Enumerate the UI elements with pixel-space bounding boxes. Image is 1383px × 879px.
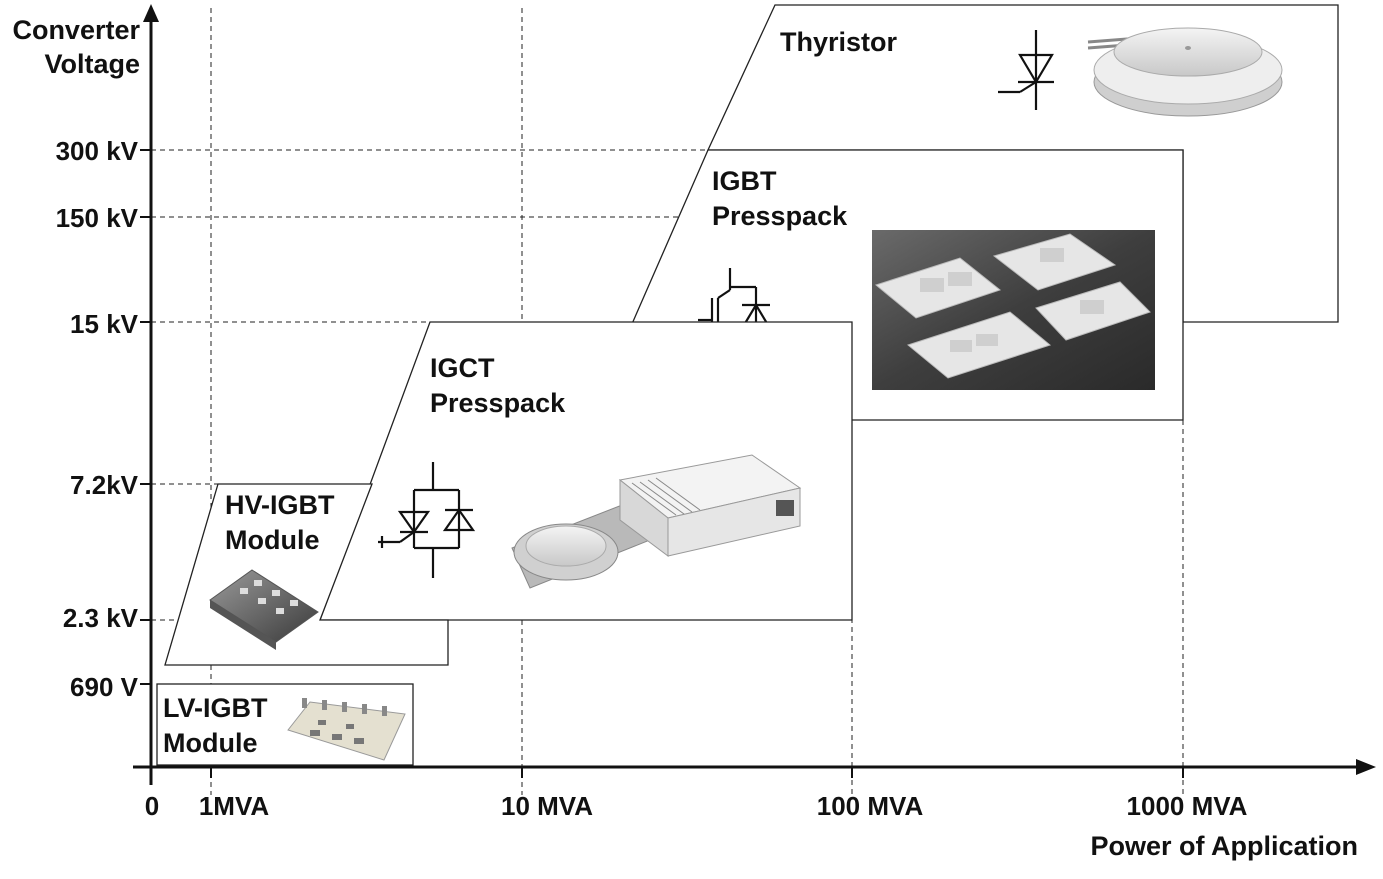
hv-igbt-module-photo	[209, 569, 319, 650]
igct-presspack-label-1: IGCT	[430, 353, 495, 383]
x-tick-label: 1MVA	[199, 791, 270, 821]
y-tick-label: 690 V	[70, 672, 139, 702]
x-tick-label: 1000 MVA	[1127, 791, 1248, 821]
region-hv-igbt-module: HV-IGBT Module	[164, 483, 449, 666]
lv-igbt-module-photo	[287, 698, 406, 761]
axes	[133, 4, 1376, 785]
x-axis-title: Power of Application	[1090, 831, 1358, 861]
y-tick-label: 150 kV	[56, 203, 139, 233]
lv-igbt-label-2: Module	[163, 728, 258, 758]
region-igct-presspack: IGCT Presspack	[319, 321, 853, 621]
thyristor-device-photo	[1087, 27, 1283, 117]
y-tick-label: 7.2kV	[70, 470, 139, 500]
y-axis-title-2: Voltage	[44, 49, 140, 79]
igct-presspack-label-2: Presspack	[430, 388, 566, 418]
x-axis-arrow	[1356, 759, 1376, 775]
y-axis-title-1: Converter	[12, 15, 140, 45]
region-lv-igbt-module: LV-IGBT Module	[156, 683, 414, 766]
y-axis-arrow	[143, 4, 159, 22]
x-tick-label: 100 MVA	[817, 791, 924, 821]
x-tick-label: 0	[145, 791, 159, 821]
y-tick-label: 15 kV	[70, 309, 139, 339]
igbt-presspack-label-2: Presspack	[712, 201, 848, 231]
thyristor-symbol-icon	[998, 30, 1054, 110]
y-tick-label: 300 kV	[56, 136, 139, 166]
hv-igbt-label-1: HV-IGBT	[225, 490, 335, 520]
hv-igbt-label-2: Module	[225, 525, 320, 555]
igct-device-photo	[511, 454, 802, 589]
igbt-presspack-photo	[872, 230, 1155, 390]
x-tick-label: 10 MVA	[501, 791, 593, 821]
igct-symbol-icon	[378, 462, 476, 578]
thyristor-label: Thyristor	[780, 27, 898, 57]
lv-igbt-label-1: LV-IGBT	[163, 693, 268, 723]
igbt-presspack-label-1: IGBT	[712, 166, 777, 196]
y-tick-label: 2.3 kV	[63, 603, 139, 633]
